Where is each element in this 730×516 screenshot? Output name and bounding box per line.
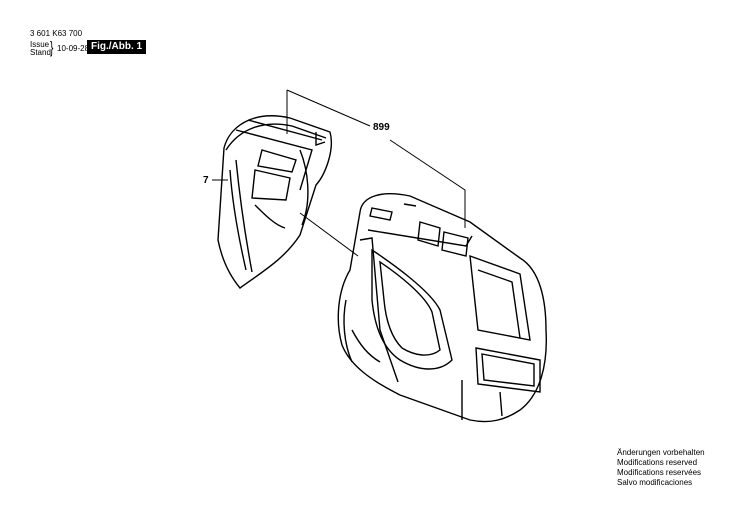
callout-899-leader [286, 89, 466, 228]
callout-7: 7 [203, 175, 209, 186]
issue-date: 10-09-28 [57, 44, 90, 53]
modification-notes: Änderungen vorbehalten Modifications res… [617, 448, 705, 488]
protective-cover [217, 115, 332, 289]
figure-label: Fig./Abb. 1 [87, 40, 147, 54]
assembly-link-line [299, 212, 359, 257]
note-es: Salvo modificaciones [617, 478, 693, 487]
header-brace: } [50, 38, 54, 57]
issue-label: Issue [30, 40, 50, 49]
stand-label: Stand [30, 48, 51, 57]
note-de: Änderungen vorbehalten [617, 448, 705, 457]
note-en: Modifications reserved [617, 458, 698, 467]
part-number: 3 601 K63 700 [30, 29, 83, 38]
callout-899: 899 [373, 122, 390, 133]
note-fr: Modifications reservées [617, 468, 702, 477]
laser-device [337, 193, 547, 423]
